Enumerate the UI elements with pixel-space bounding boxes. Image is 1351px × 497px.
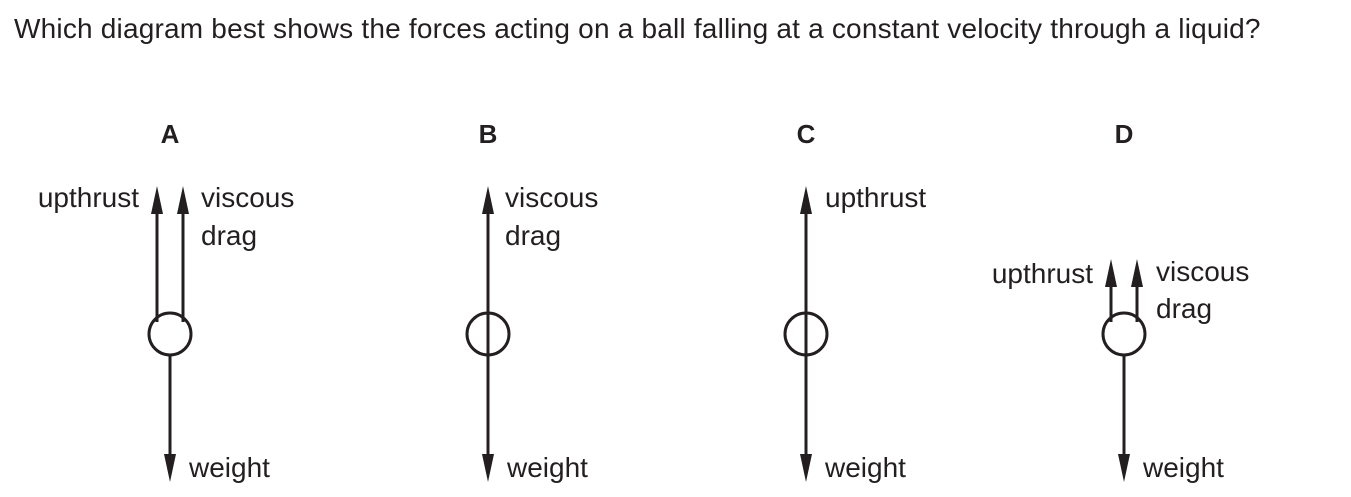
option-d-weight-arrow-head [1118, 454, 1130, 482]
option-d-drag-arrow-head [1131, 259, 1143, 287]
option-b-diagram: B viscous drag weight [465, 119, 598, 483]
option-b-drag-label-line1: viscous [505, 182, 598, 213]
option-a-weight-arrow-head [164, 454, 176, 482]
option-d-ball [1101, 311, 1147, 357]
option-a-drag-label-line1: viscous [201, 182, 294, 213]
option-a-drag-label-line2: drag [201, 220, 257, 251]
option-d-weight-label: weight [1142, 452, 1224, 483]
option-d-letter: D [1115, 119, 1134, 149]
question-text: Which diagram best shows the forces acti… [14, 13, 1261, 44]
option-d-upthrust-arrow-head [1105, 259, 1117, 287]
option-d-drag-label-line2: drag [1156, 293, 1212, 324]
option-b-drag-arrow-head [482, 186, 494, 214]
option-a-upthrust-arrow-head [151, 186, 163, 214]
option-a-letter: A [161, 119, 180, 149]
option-b-letter: B [479, 119, 498, 149]
option-d-drag-label-line1: viscous [1156, 256, 1249, 287]
option-d-diagram: D upthrust viscous drag weight [992, 119, 1250, 483]
option-c-weight-arrow-head [800, 454, 812, 482]
option-c-diagram: C upthrust weight [783, 119, 926, 483]
option-b-weight-arrow-head [482, 454, 494, 482]
option-b-weight-label: weight [506, 452, 588, 483]
option-a-diagram: A upthrust viscous drag weight [38, 119, 295, 483]
option-a-upthrust-label: upthrust [38, 182, 139, 213]
option-a-drag-arrow-head [177, 186, 189, 214]
option-a-ball [147, 311, 193, 357]
option-c-weight-label: weight [824, 452, 906, 483]
option-c-letter: C [797, 119, 816, 149]
option-a-weight-label: weight [188, 452, 270, 483]
option-b-drag-label-line2: drag [505, 220, 561, 251]
option-d-upthrust-label: upthrust [992, 258, 1093, 289]
option-c-upthrust-label: upthrust [825, 182, 926, 213]
option-c-upthrust-arrow-head [800, 186, 812, 214]
